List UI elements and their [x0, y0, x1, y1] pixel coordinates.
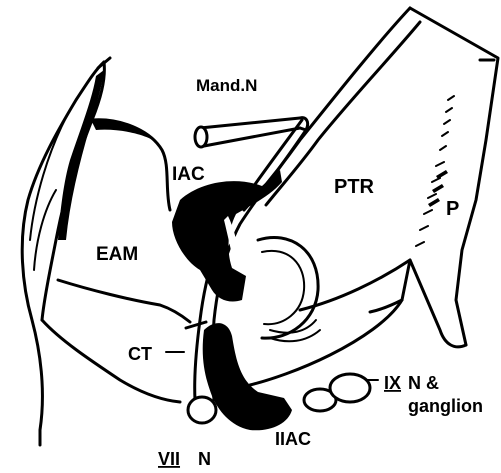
label-ix-numeral: IX [384, 373, 401, 393]
vii-nerve-ganglion [188, 397, 216, 423]
mandibular-nerve [195, 118, 308, 147]
iac-mass [172, 170, 282, 302]
label-p: P [446, 198, 459, 220]
label-eam: EAM [96, 244, 138, 265]
label-iac: IAC [172, 164, 205, 185]
ix-nerve-ganglion [304, 374, 370, 411]
label-vii-n: N [198, 449, 211, 469]
label-ct: CT [128, 344, 152, 364]
label-ix-n: N & [408, 373, 439, 393]
cochlea-ring [258, 237, 320, 341]
label-ptr: PTR [334, 176, 375, 198]
label-mand-n: Mand.N [196, 76, 257, 95]
label-ganglion: ganglion [408, 396, 483, 416]
label-iiac: IIAC [275, 429, 311, 449]
label-vii-numeral: VII [158, 449, 180, 469]
